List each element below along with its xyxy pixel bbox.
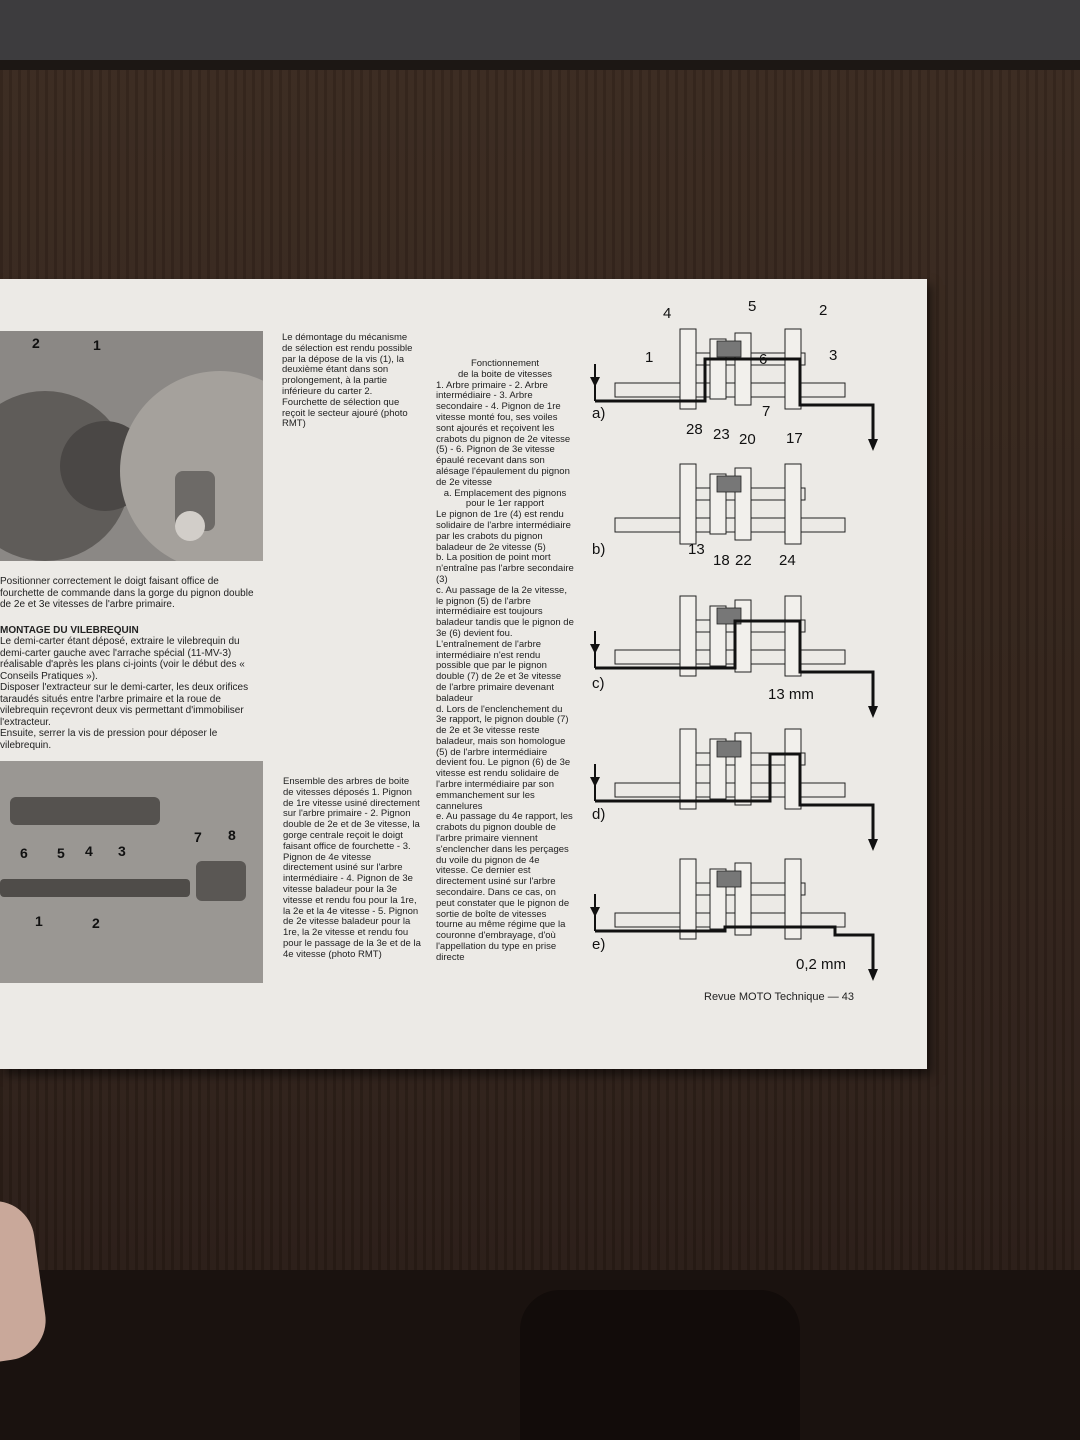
middle-b: b. La position de point mort n'entraîne … — [436, 552, 574, 585]
photo2-label-3: 3 — [118, 843, 126, 859]
diag-num-18: 18 — [713, 552, 730, 569]
shaft-primary-2 — [614, 649, 846, 665]
photo1-label-1: 1 — [93, 337, 101, 353]
gear-hatch-3 — [716, 740, 742, 758]
shaft-primary-4 — [614, 912, 846, 928]
diag-num-13: 13 — [688, 541, 705, 558]
diag-num-5: 5 — [748, 298, 757, 315]
dim-13mm: 13 mm — [768, 686, 814, 703]
diag-num-28: 28 — [686, 421, 703, 438]
diag-num-1: 1 — [645, 349, 654, 366]
power-path-3 — [595, 752, 875, 844]
middle-title-2: de la boite de vitesses — [457, 368, 552, 380]
gear-0-0 — [679, 328, 697, 410]
gearbox-diagram — [590, 328, 878, 981]
gear-4-0 — [679, 858, 697, 940]
output-arrow-3 — [868, 839, 878, 851]
row-label-b: b) — [592, 541, 606, 558]
floor-object — [520, 1290, 800, 1440]
dark-top-object — [0, 0, 1080, 68]
diag-num-3: 3 — [829, 347, 838, 364]
middle-title-1: Fonctionnement — [470, 358, 540, 369]
diag-num-7: 7 — [762, 403, 771, 420]
shaft-primary-0 — [614, 382, 846, 398]
middle-d: d. Lors de l'enclenchement du 3e rapport… — [436, 703, 571, 812]
diag-num-20: 20 — [739, 431, 756, 448]
caption-selection-text: Le démontage du mécanisme de sélection e… — [282, 332, 413, 430]
middle-e: e. Au passage du 4e rapport, les crabots… — [436, 811, 573, 963]
input-arrow-3 — [590, 777, 600, 787]
left-text-block: Positionner correctement le doigt faisan… — [0, 576, 265, 751]
section-heading-vilebrequin: MONTAGE DU VILEBREQUIN — [0, 624, 139, 636]
top-object-shadow — [0, 60, 1080, 70]
diagram-rows — [590, 328, 878, 981]
photo2-label-7: 7 — [194, 829, 202, 845]
caption-selection: Le démontage du mécanisme de sélection e… — [282, 332, 420, 430]
diag-num-22: 22 — [735, 552, 752, 569]
diag-num-17: 17 — [786, 430, 803, 447]
diag-num-2: 2 — [819, 302, 828, 319]
gear-3-0 — [679, 728, 697, 810]
diag-num-24: 24 — [779, 552, 796, 569]
input-arrow-4 — [590, 907, 600, 917]
caption-gears-text: Ensemble des arbres de boite de vitesses… — [283, 776, 421, 960]
left-para-4: Ensuite, serrer la vis de pression pour … — [0, 728, 218, 751]
gear-hatch-0 — [716, 340, 742, 358]
shaft-primary-3 — [614, 782, 846, 798]
gear-hatch-4 — [716, 870, 742, 888]
caption-gears: Ensemble des arbres de boite de vitesses… — [283, 776, 421, 961]
row-label-e: e) — [592, 936, 606, 953]
middle-body: 1. Arbre primaire - 2. Arbre intermédiai… — [436, 379, 571, 488]
output-arrow-4 — [868, 969, 878, 981]
middle-column: Fonctionnement de la boite de vitesses 1… — [436, 358, 574, 964]
photo2-label-2: 2 — [92, 915, 100, 931]
middle-c: c. Au passage de la 2e vitesse, le pigno… — [436, 584, 574, 704]
input-arrow-2 — [590, 644, 600, 654]
left-para-2: Le demi-carter étant déposé, extraire le… — [0, 636, 245, 682]
power-path-0 — [595, 357, 875, 444]
photo1-label-2: 2 — [32, 335, 40, 351]
gear-hatch-1 — [716, 475, 742, 493]
gear-1-3 — [784, 463, 802, 545]
photo2-label-8: 8 — [228, 827, 236, 843]
middle-a2: Le pignon de 1re (4) est rendu solidaire… — [436, 509, 571, 553]
photo-selection-mechanism: 2 1 — [0, 331, 263, 561]
photo2-label-1: 1 — [35, 913, 43, 929]
diag-num-23: 23 — [713, 426, 730, 443]
row-label-d: d) — [592, 806, 606, 823]
magazine-page: 2 1 Le démontage du mécanisme de sélecti… — [0, 279, 927, 1069]
photo-gear-shafts: 6 5 4 3 1 2 7 8 — [0, 761, 263, 983]
photo2-label-5: 5 — [57, 845, 65, 861]
output-arrow-2 — [868, 706, 878, 718]
middle-a: a. Emplacement des pignons pour le 1er r… — [443, 487, 567, 510]
gear-2-0 — [679, 595, 697, 677]
left-para-1: Positionner correctement le doigt faisan… — [0, 576, 254, 610]
photo2-label-6: 6 — [20, 845, 28, 861]
diag-num-4: 4 — [663, 305, 672, 322]
input-arrow-0 — [590, 377, 600, 387]
shaft-primary-1 — [614, 517, 846, 533]
row-label-a: a) — [592, 405, 606, 422]
left-para-3: Disposer l'extracteur sur le demi-carter… — [0, 682, 249, 728]
output-arrow-0 — [868, 439, 878, 451]
power-path-4 — [595, 925, 875, 974]
power-path-2 — [595, 619, 875, 711]
row-label-c: c) — [592, 675, 605, 692]
gear-4-3 — [784, 858, 802, 940]
page-footer: Revue MOTO Technique — 43 — [704, 991, 855, 1003]
diag-num-6: 6 — [759, 351, 768, 368]
gear-1-0 — [679, 463, 697, 545]
photo2-label-4: 4 — [85, 843, 93, 859]
dim-02mm: 0,2 mm — [796, 956, 847, 973]
